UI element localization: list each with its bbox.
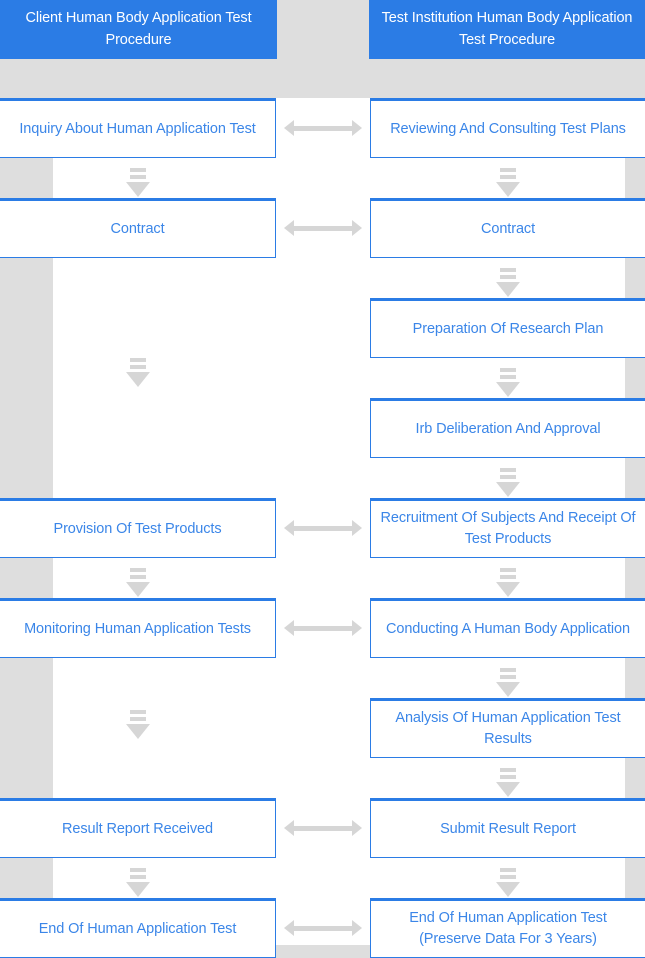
column-header-client: Client Human Body Application Test Proce… bbox=[0, 0, 277, 59]
process-box-left-end-of-test[interactable]: End Of Human Application Test bbox=[0, 898, 276, 958]
process-box-right-reviewing-test-plans[interactable]: Reviewing And Consulting Test Plans bbox=[370, 98, 645, 158]
process-box-left-contract[interactable]: Contract bbox=[0, 198, 276, 258]
down-arrow-icon bbox=[126, 710, 150, 740]
process-box-left-provision-of-test-products[interactable]: Provision Of Test Products bbox=[0, 498, 276, 558]
process-box-right-contract[interactable]: Contract bbox=[370, 198, 645, 258]
down-arrow-icon bbox=[126, 358, 150, 388]
process-box-right-analysis-of-results[interactable]: Analysis Of Human Application Test Resul… bbox=[370, 698, 645, 758]
double-arrow-horizontal-icon bbox=[284, 120, 362, 136]
down-arrow-icon bbox=[496, 768, 520, 798]
double-arrow-horizontal-icon bbox=[284, 520, 362, 536]
process-box-right-submit-result-report[interactable]: Submit Result Report bbox=[370, 798, 645, 858]
process-box-right-recruitment-of-subjects[interactable]: Recruitment Of Subjects And Receipt Of T… bbox=[370, 498, 645, 558]
process-box-right-preparation-research-plan[interactable]: Preparation Of Research Plan bbox=[370, 298, 645, 358]
down-arrow-icon bbox=[496, 868, 520, 898]
double-arrow-horizontal-icon bbox=[284, 820, 362, 836]
down-arrow-icon bbox=[126, 168, 150, 198]
down-arrow-icon bbox=[126, 568, 150, 598]
down-arrow-icon bbox=[496, 368, 520, 398]
down-arrow-icon bbox=[496, 668, 520, 698]
process-box-right-conducting-application[interactable]: Conducting A Human Body Application bbox=[370, 598, 645, 658]
down-arrow-icon bbox=[496, 168, 520, 198]
down-arrow-icon bbox=[496, 568, 520, 598]
process-box-left-inquiry[interactable]: Inquiry About Human Application Test bbox=[0, 98, 276, 158]
process-box-left-monitoring-tests[interactable]: Monitoring Human Application Tests bbox=[0, 598, 276, 658]
process-box-left-result-report-received[interactable]: Result Report Received bbox=[0, 798, 276, 858]
process-box-right-end-of-test-preserve-data[interactable]: End Of Human Application Test (Preserve … bbox=[370, 898, 645, 958]
double-arrow-horizontal-icon bbox=[284, 220, 362, 236]
double-arrow-horizontal-icon bbox=[284, 620, 362, 636]
down-arrow-icon bbox=[126, 868, 150, 898]
down-arrow-icon bbox=[496, 468, 520, 498]
down-arrow-icon bbox=[496, 268, 520, 298]
process-box-right-irb-deliberation[interactable]: Irb Deliberation And Approval bbox=[370, 398, 645, 458]
double-arrow-horizontal-icon bbox=[284, 920, 362, 936]
column-header-test-institution: Test Institution Human Body Application … bbox=[369, 0, 645, 59]
